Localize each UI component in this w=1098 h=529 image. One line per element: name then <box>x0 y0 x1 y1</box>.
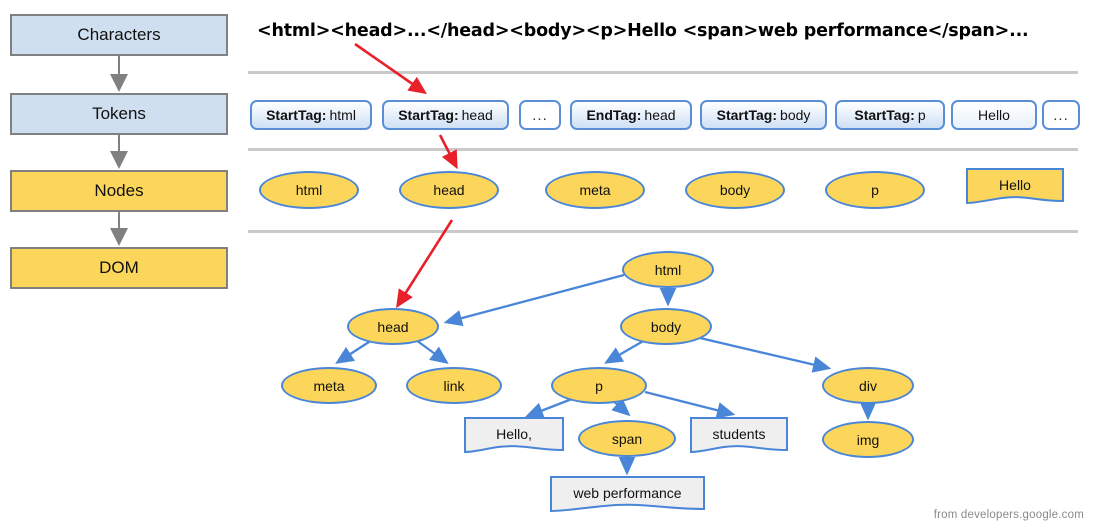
node-row-text-hello[interactable]: Hello <box>966 168 1064 208</box>
text-node-shape <box>464 417 564 454</box>
token-value: head <box>461 107 493 123</box>
node-label: html <box>654 261 682 278</box>
token-chip-ellipsis-1[interactable]: ... <box>519 100 561 130</box>
token-value: Hello <box>978 107 1010 123</box>
dom-node-link[interactable]: link <box>406 367 502 404</box>
node-row-meta[interactable]: meta <box>545 171 645 209</box>
token-kind: StartTag: <box>716 107 778 123</box>
token-kind: StartTag: <box>854 107 915 123</box>
dom-node-text-hello[interactable]: Hello, <box>464 417 564 457</box>
node-label: head <box>433 182 465 198</box>
node-row-head[interactable]: head <box>399 171 499 209</box>
token-chip-text-hello[interactable]: Hello <box>951 100 1037 130</box>
text-node-shape <box>966 168 1064 205</box>
separator-line-3 <box>248 230 1078 233</box>
token-kind: StartTag: <box>398 107 459 123</box>
dom-node-p[interactable]: p <box>551 367 647 404</box>
node-label: p <box>595 377 603 394</box>
token-kind: EndTag: <box>586 107 642 123</box>
dom-node-html[interactable]: html <box>622 251 714 288</box>
dom-node-text-web-performance[interactable]: web performance <box>550 476 705 516</box>
pipeline-step-tokens: Tokens <box>10 93 228 135</box>
token-chip-starttag-head[interactable]: StartTag: head <box>382 100 509 130</box>
node-label: meta <box>579 182 611 198</box>
node-label: body <box>719 182 751 198</box>
token-kind: StartTag: <box>266 107 327 123</box>
edge-body-div <box>699 336 832 373</box>
token-value: ... <box>1053 106 1069 124</box>
token-value: ... <box>532 106 548 124</box>
dom-node-img[interactable]: img <box>822 421 914 458</box>
token-value: body <box>780 107 811 123</box>
token-chip-endtag-head[interactable]: EndTag: head <box>570 100 692 130</box>
dom-node-body[interactable]: body <box>620 308 712 345</box>
html-source-line: <html><head>...</head><body><p>Hello <sp… <box>257 21 1029 41</box>
node-label: p <box>871 182 879 198</box>
pipeline-step-label: Characters <box>77 25 161 44</box>
token-chip-starttag-html[interactable]: StartTag: html <box>250 100 372 130</box>
node-label: head <box>377 318 409 335</box>
pipeline-step-label: DOM <box>99 258 139 277</box>
text-node-shape <box>690 417 788 454</box>
highlight-arrow-source-to-token <box>354 42 427 95</box>
token-value: p <box>917 107 926 123</box>
pipeline-step-nodes: Nodes <box>10 170 228 212</box>
node-label: body <box>650 318 682 335</box>
node-label: Hello <box>999 177 1031 193</box>
node-label: div <box>859 377 877 394</box>
node-label: img <box>856 431 880 448</box>
pipeline-step-label: Nodes <box>94 181 144 200</box>
edge-head-link <box>415 339 449 365</box>
text-node-shape <box>550 476 705 513</box>
token-chip-ellipsis-2[interactable]: ... <box>1042 100 1080 130</box>
dom-node-meta[interactable]: meta <box>281 367 377 404</box>
node-label: span <box>611 430 643 447</box>
edge-p-students <box>644 390 736 419</box>
node-row-html[interactable]: html <box>259 171 359 209</box>
attribution-text: from developers.google.com <box>933 509 1084 521</box>
separator-line-2 <box>248 148 1078 151</box>
token-chip-starttag-p[interactable]: StartTag: p <box>835 100 945 130</box>
node-label: meta <box>313 377 345 394</box>
node-row-body[interactable]: body <box>685 171 785 209</box>
edge-html-head <box>443 273 625 327</box>
token-value: html <box>329 107 356 123</box>
node-label: students <box>712 426 766 442</box>
node-row-p[interactable]: p <box>825 171 925 209</box>
separator-line-1 <box>248 71 1078 74</box>
node-label: Hello, <box>496 426 532 442</box>
token-chip-starttag-body[interactable]: StartTag: body <box>700 100 827 130</box>
dom-node-head[interactable]: head <box>347 308 439 345</box>
edge-head-meta <box>335 339 373 364</box>
pipeline-step-dom: DOM <box>10 247 228 289</box>
token-value: head <box>644 107 676 123</box>
node-label: html <box>295 182 323 198</box>
dom-node-div[interactable]: div <box>822 367 914 404</box>
dom-node-text-students[interactable]: students <box>690 417 788 457</box>
node-label: web performance <box>573 485 682 501</box>
edge-body-p <box>604 339 646 364</box>
pipeline-step-characters: Characters <box>10 14 228 56</box>
pipeline-step-label: Tokens <box>92 104 146 123</box>
node-label: link <box>443 377 465 394</box>
dom-node-span[interactable]: span <box>578 420 676 457</box>
